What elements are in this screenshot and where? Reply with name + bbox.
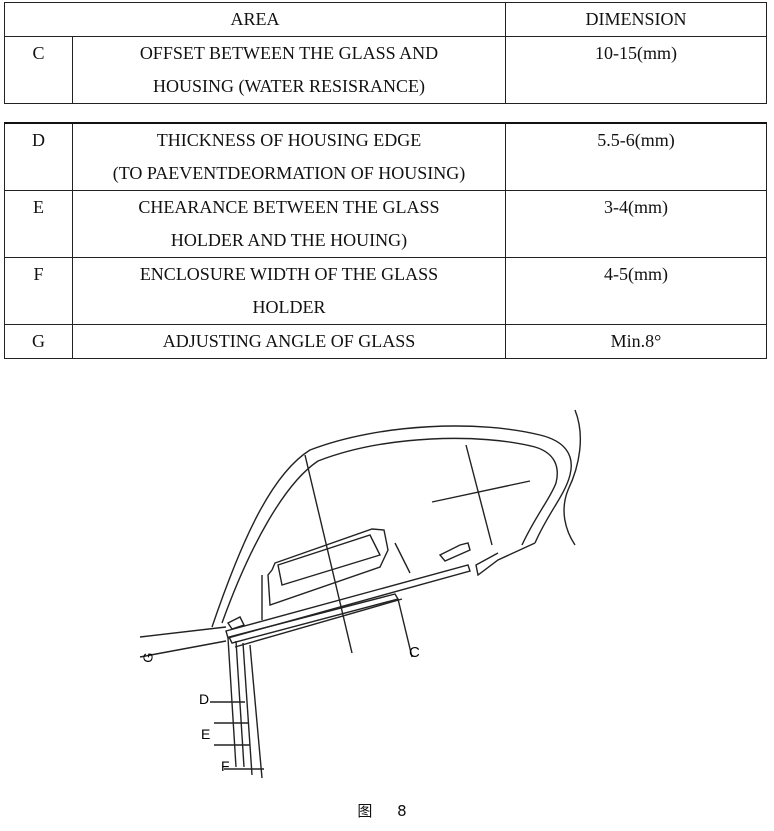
area-line: ENCLOSURE WIDTH OF THE GLASS bbox=[139, 264, 439, 284]
row-id: E bbox=[4, 190, 73, 258]
lamp-module bbox=[267, 528, 389, 606]
dimension-table-top: AREA DIMENSION C OFFSET BETWEEN THE GLAS… bbox=[4, 2, 767, 104]
area-line: HOLDER bbox=[252, 297, 326, 317]
area-line: THICKNESS OF HOUSING EDGE bbox=[156, 130, 422, 150]
row-id: F bbox=[4, 257, 73, 325]
dimension-table-bottom: D THICKNESS OF HOUSING EDGE (TO PAEVENTD… bbox=[4, 122, 767, 359]
row-id: C bbox=[4, 36, 73, 104]
row-area: OFFSET BETWEEN THE GLASS AND HOUSING (WA… bbox=[72, 36, 506, 104]
row-area: ADJUSTING ANGLE OF GLASS bbox=[72, 324, 506, 359]
housing-step bbox=[475, 542, 536, 577]
area-line: OFFSET BETWEEN THE GLASS AND bbox=[139, 43, 439, 63]
label-c: C bbox=[409, 644, 420, 661]
figure-caption: 图 8 bbox=[357, 802, 417, 820]
area-line: HOUSING (WATER RESISRANCE) bbox=[152, 76, 425, 96]
label-d: D bbox=[199, 691, 209, 707]
header-dimension: DIMENSION bbox=[505, 2, 767, 37]
table-row: E CHEARANCE BETWEEN THE GLASS HOLDER AND… bbox=[4, 190, 767, 258]
housing-inner-outline bbox=[221, 437, 558, 624]
area-line: CHEARANCE BETWEEN THE GLASS bbox=[138, 197, 440, 217]
row-dimension: 5.5-6(mm) bbox=[505, 122, 767, 191]
housing-tail bbox=[563, 409, 582, 546]
row-id: D bbox=[4, 122, 73, 191]
row-dimension: 4-5(mm) bbox=[505, 257, 767, 325]
table-row: F ENCLOSURE WIDTH OF THE GLASS HOLDER 4-… bbox=[4, 257, 767, 325]
row-area: CHEARANCE BETWEEN THE GLASS HOLDER AND T… bbox=[72, 190, 506, 258]
table-header-row: AREA DIMENSION bbox=[4, 2, 767, 37]
label-e: E bbox=[201, 726, 210, 742]
row-dimension: 10-15(mm) bbox=[505, 36, 767, 104]
row-area: THICKNESS OF HOUSING EDGE (TO PAEVENTDEO… bbox=[72, 122, 506, 191]
housing-outline bbox=[211, 425, 572, 628]
label-f: F bbox=[221, 758, 230, 774]
label-g: G bbox=[140, 652, 156, 663]
row-id: G bbox=[4, 324, 73, 359]
table-row: G ADJUSTING ANGLE OF GLASS Min.8° bbox=[4, 324, 767, 359]
table-row: C OFFSET BETWEEN THE GLASS AND HOUSING (… bbox=[4, 36, 767, 104]
area-line: (TO PAEVENTDEORMATION OF HOUSING) bbox=[112, 163, 466, 183]
glass-lens bbox=[225, 564, 471, 639]
drawing-lines bbox=[139, 409, 582, 779]
area-line: HOLDER AND THE HOUING) bbox=[170, 230, 408, 250]
headlamp-section-drawing: G C D E F bbox=[139, 409, 582, 779]
row-area: ENCLOSURE WIDTH OF THE GLASS HOLDER bbox=[72, 257, 506, 325]
table-row: D THICKNESS OF HOUSING EDGE (TO PAEVENTD… bbox=[4, 122, 767, 191]
row-dimension: Min.8° bbox=[505, 324, 767, 359]
row-dimension: 3-4(mm) bbox=[505, 190, 767, 258]
header-area: AREA bbox=[4, 2, 506, 37]
